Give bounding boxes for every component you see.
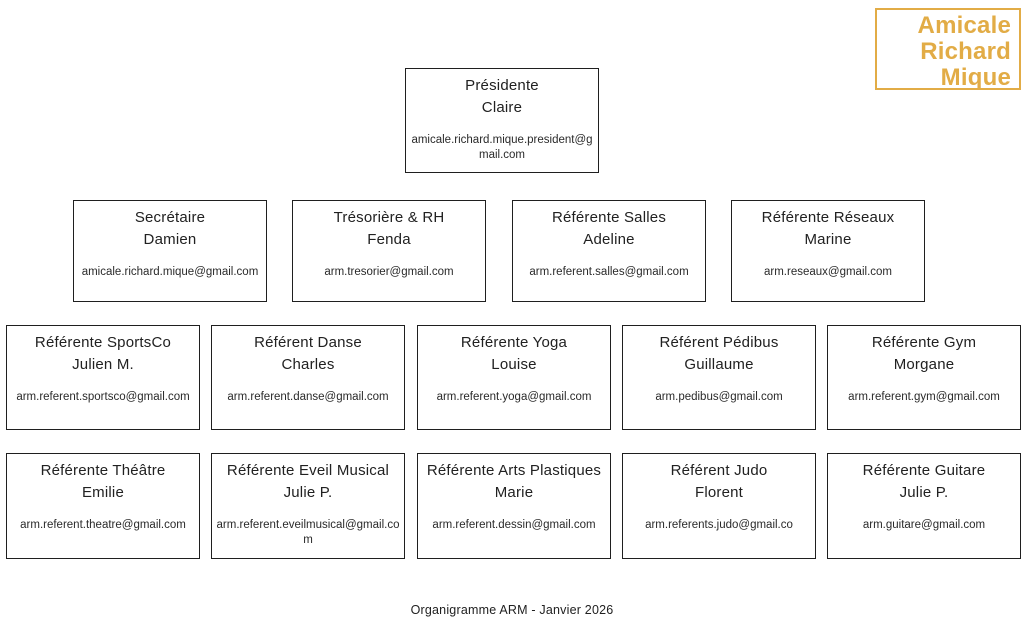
logo-line-2: Richard (920, 38, 1011, 65)
email-text: arm.pedibus@gmail.com (655, 391, 783, 403)
email-text: arm.referent.yoga@gmail.com (436, 391, 592, 403)
person-name: Emilie (81, 484, 125, 501)
org-card-referente-guitare: Référente Guitare Julie P. arm.guitare@g… (827, 453, 1021, 559)
org-card-referente-reseaux: Référente Réseaux Marine arm.reseaux@gma… (731, 200, 925, 302)
role-label: Référente SportsCo (34, 334, 172, 351)
person-name: Morgane (893, 356, 955, 373)
org-card-referente-gym: Référente Gym Morgane arm.referent.gym@g… (827, 325, 1021, 430)
person-name: Julie P. (899, 484, 949, 501)
role-label: Référent Danse (254, 334, 362, 351)
role-label: Référente Guitare (862, 462, 986, 479)
email-text: arm.referent.eveilmusical@gmail.com (216, 519, 400, 546)
role-label: Présidente (465, 77, 539, 94)
role-label: Référente Eveil Musical (226, 462, 390, 479)
role-label: Référente Yoga (460, 334, 568, 351)
person-name: Guillaume (684, 356, 754, 373)
role-label: Référente Salles (551, 209, 667, 226)
person-name: Julie P. (283, 484, 333, 501)
footer-caption: Organigramme ARM - Janvier 2026 (410, 603, 614, 617)
org-card-tresoriere-rh: Trésorière & RH Fenda arm.tresorier@gmai… (292, 200, 486, 302)
role-label: Référent Pédibus (659, 334, 779, 351)
person-name: Adeline (583, 231, 635, 248)
role-label: Trésorière & RH (333, 209, 445, 226)
org-card-referente-arts-plastiques: Référente Arts Plastiques Marie arm.refe… (417, 453, 611, 559)
person-name: Julien M. (72, 356, 134, 373)
email-text: arm.guitare@gmail.com (862, 519, 986, 531)
org-card-presidente: Présidente Claire amicale.richard.mique.… (405, 68, 599, 173)
role-label: Référente Réseaux (761, 209, 895, 226)
email-text: arm.referent.salles@gmail.com (529, 266, 689, 278)
role-label: Secrétaire (134, 209, 206, 226)
email-text: arm.referent.gym@gmail.com (848, 391, 1000, 403)
org-card-referente-salles: Référente Salles Adeline arm.referent.sa… (512, 200, 706, 302)
email-text: arm.referents.judo@gmail.co (645, 519, 793, 531)
org-card-referente-sportsco: Référente SportsCo Julien M. arm.referen… (6, 325, 200, 430)
email-text: arm.referent.sportsco@gmail.com (16, 391, 190, 403)
person-name: Marine (804, 231, 852, 248)
org-card-referente-eveil-musical: Référente Eveil Musical Julie P. arm.ref… (211, 453, 405, 559)
role-label: Référente Gym (871, 334, 977, 351)
logo-line-1: Amicale (917, 12, 1011, 39)
person-name: Florent (694, 484, 744, 501)
person-name: Louise (491, 356, 537, 373)
org-card-referente-theatre: Référente Théâtre Emilie arm.referent.th… (6, 453, 200, 559)
person-name: Marie (494, 484, 534, 501)
email-text: amicale.richard.mique@gmail.com (81, 266, 259, 278)
role-label: Référente Théâtre (40, 462, 166, 479)
person-name: Fenda (367, 231, 411, 248)
amicale-richard-mique-logo: Amicale Richard Mique (875, 8, 1021, 91)
email-text: arm.tresorier@gmail.com (324, 266, 454, 278)
email-text: arm.reseaux@gmail.com (764, 266, 892, 278)
org-card-secretaire: Secrétaire Damien amicale.richard.mique@… (73, 200, 267, 302)
org-card-referente-yoga: Référente Yoga Louise arm.referent.yoga@… (417, 325, 611, 430)
person-name: Claire (481, 99, 523, 116)
email-text: arm.referent.danse@gmail.com (227, 391, 389, 403)
org-card-referent-pedibus: Référent Pédibus Guillaume arm.pedibus@g… (622, 325, 816, 430)
email-text: arm.referent.theatre@gmail.com (20, 519, 186, 531)
person-name: Damien (143, 231, 197, 248)
role-label: Référent Judo (670, 462, 768, 479)
person-name: Charles (281, 356, 335, 373)
org-card-referent-judo: Référent Judo Florent arm.referents.judo… (622, 453, 816, 559)
org-card-referent-danse: Référent Danse Charles arm.referent.dans… (211, 325, 405, 430)
logo-line-3: Mique (940, 64, 1011, 91)
role-label: Référente Arts Plastiques (426, 462, 602, 479)
email-text: arm.referent.dessin@gmail.com (432, 519, 596, 531)
email-text: amicale.richard.mique.president@gmail.co… (411, 134, 593, 161)
